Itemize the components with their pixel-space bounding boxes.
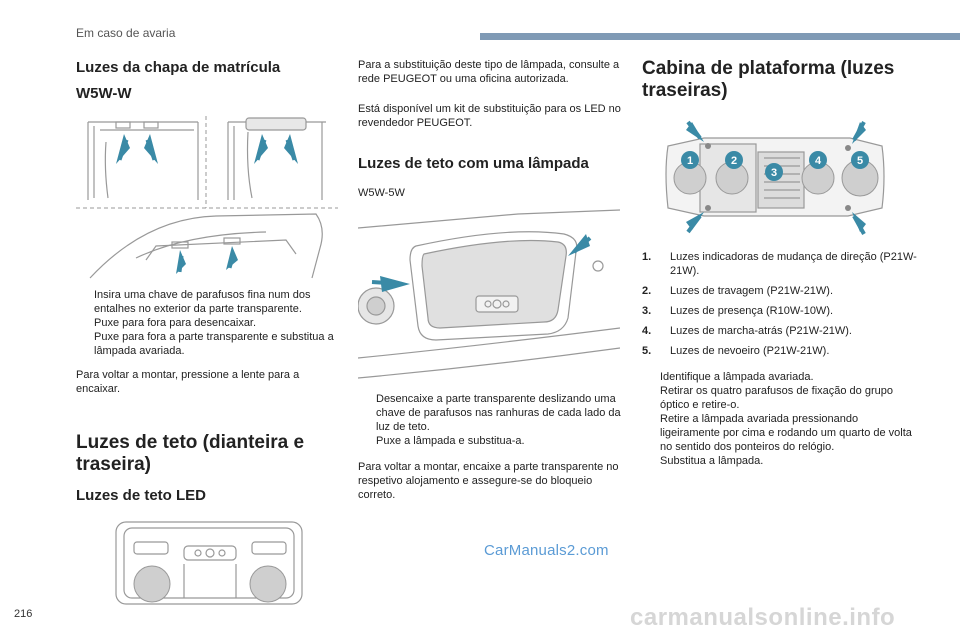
ceiling-lights-heading: Luzes de teto (dianteira e traseira) [76, 432, 305, 475]
single-bulb-steps-list: Desencaixe a parte transparente deslizan… [358, 392, 622, 448]
single-bulb-refit-text: Para voltar a montar, encaixe a parte tr… [358, 461, 619, 501]
list-item: Puxe para fora a parte transparente e su… [94, 331, 334, 357]
led-ceiling-light-illustration [115, 521, 303, 605]
callout-5-badge [851, 151, 869, 169]
callout-3: 3 [771, 167, 777, 179]
list-item: 2.Luzes de travagem (P21W-21W). [642, 285, 834, 297]
plate-bulb-type: W5W-W [76, 85, 132, 102]
list-item: 5.Luzes de nevoeiro (P21W-21W). [642, 345, 830, 357]
rear-lamp-cluster-illustration: 1 2 3 4 5 [665, 120, 885, 235]
list-item: Insira uma chave de parafusos fina num d… [94, 289, 311, 315]
callout-2: 2 [731, 155, 737, 167]
led-kit-text: Está disponível um kit de substituição p… [358, 103, 621, 129]
running-header: Em caso de avaria [76, 26, 176, 40]
single-bulb-heading: Luzes de teto com uma lâmpada [358, 155, 589, 172]
page-number: 216 [14, 608, 33, 620]
callout-1-badge [681, 151, 699, 169]
rear-lamp-steps-list: Identifique a lâmpada avariada. Retirar … [642, 370, 918, 468]
callout-2-badge [725, 151, 743, 169]
single-bulb-ceiling-light-illustration [358, 209, 620, 379]
led-ceiling-heading: Luzes de teto LED [76, 487, 207, 504]
list-item: Puxe a lâmpada e substitua-a. [376, 435, 525, 447]
header-bar [480, 33, 960, 40]
list-item: Retirar os quatro parafusos de fixação d… [660, 385, 893, 411]
list-item: Retire a lâmpada avariada pressionando l… [660, 413, 912, 453]
footer-watermark: carmanualsonline.info [630, 604, 896, 631]
plate-refit-text: Para voltar a montar, pressione a lente … [76, 369, 300, 395]
callout-4: 4 [815, 155, 822, 167]
single-bulb-type: W5W-5W [358, 187, 405, 199]
list-item: Substitua a lâmpada. [660, 455, 764, 467]
list-item: 4.Luzes de marcha-atrás (P21W-21W). [642, 325, 852, 337]
plate-steps-list: Insira uma chave de parafusos fina num d… [76, 288, 338, 358]
callout-4-badge [809, 151, 827, 169]
plate-lights-illustration [76, 116, 338, 279]
list-item: Puxe para fora para desencaixar. [94, 317, 257, 329]
lamp-list: 1.Luzes indicadoras de mudança de direçã… [642, 250, 922, 364]
list-item: Desencaixe a parte transparente deslizan… [376, 393, 621, 433]
list-item: 1.Luzes indicadoras de mudança de direçã… [642, 251, 917, 277]
led-replacement-text: Para a substituição deste tipo de lâmpad… [358, 59, 620, 85]
callout-3-badge [765, 163, 783, 181]
list-item: Identifique a lâmpada avariada. [660, 371, 814, 383]
list-item: 3.Luzes de presença (R10W-10W). [642, 305, 834, 317]
plate-lights-heading: Luzes da chapa de matrícula [76, 59, 281, 76]
callout-5: 5 [857, 155, 863, 167]
watermark-link[interactable]: CarManuals2.com [484, 542, 609, 559]
platform-cab-heading: Cabina de plataforma (luzes traseiras) [642, 58, 895, 101]
callout-1: 1 [687, 155, 693, 167]
